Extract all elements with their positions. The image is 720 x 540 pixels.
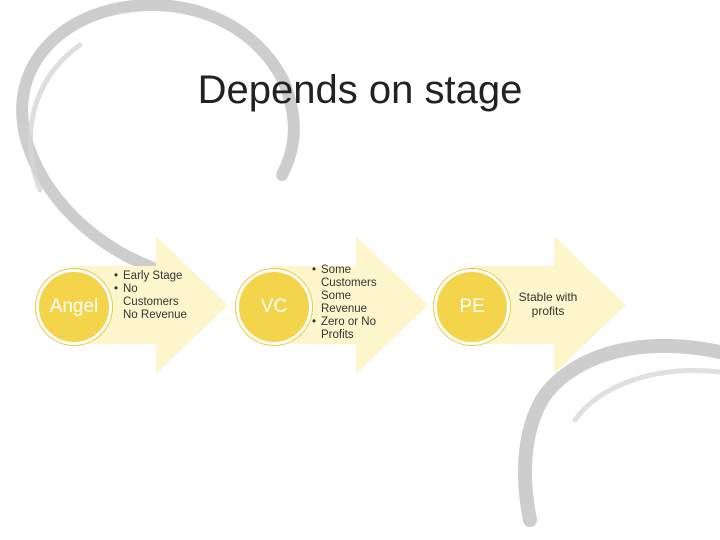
stage-pe: PE Stable with profits bbox=[434, 236, 634, 374]
stage-circle: Angel bbox=[36, 269, 112, 345]
stage-bullets: Early Stage No Customers No Revenue bbox=[114, 270, 224, 322]
bullet-item: No Customers No Revenue bbox=[114, 283, 195, 322]
top-swirl-ring bbox=[22, 5, 294, 272]
stage-vc: VC Some Customers Some Revenue Zero or N… bbox=[236, 236, 436, 374]
stage-name: PE bbox=[459, 296, 484, 318]
bullet-item: Some Customers Some Revenue bbox=[312, 264, 388, 316]
stage-angel: Angel Early Stage No Customers No Revenu… bbox=[36, 236, 236, 374]
bullet-item: Zero or No Profits bbox=[312, 316, 388, 342]
stage-circle: VC bbox=[236, 269, 312, 345]
bullet-item: Early Stage bbox=[114, 270, 224, 283]
stage-circle: PE bbox=[434, 269, 510, 345]
bottom-swirl-inner bbox=[575, 371, 720, 420]
stage-name: Angel bbox=[50, 296, 99, 318]
slide-title: Depends on stage bbox=[0, 68, 720, 113]
stage-bullets: Some Customers Some Revenue Zero or No P… bbox=[312, 264, 388, 342]
stage-text: Stable with profits bbox=[514, 290, 582, 318]
stage-name: VC bbox=[261, 296, 287, 318]
